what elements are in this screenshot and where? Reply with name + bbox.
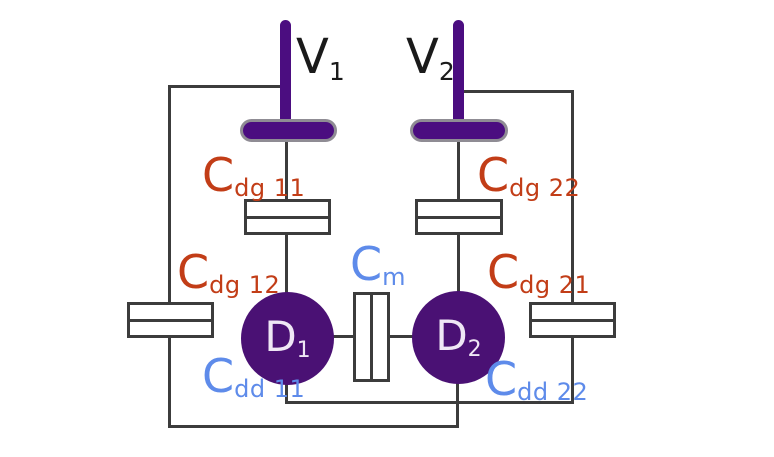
label-sub: 2 [438,57,455,86]
label-sub: dg 12 [209,271,281,299]
label-main: D [264,311,297,361]
label-main: V [406,29,439,85]
wire-gate2-stub [457,140,460,200]
wire-bottom-outer [168,425,459,428]
wire-left-branch-upper [168,85,171,304]
capacitor-cdg21 [529,302,616,338]
label-main: C [485,352,518,406]
label-v1: V1 [296,33,345,84]
label-sub: 2 [467,336,482,362]
wire-bottom-inner [285,401,574,404]
label-main: C [487,245,520,299]
wire-dot1-cm [330,335,356,338]
label-main: C [202,349,235,403]
capacitor-cdg12 [127,302,214,338]
label-sub: dg 21 [519,271,591,299]
label-cdd22: Cdd 22 [485,356,588,404]
gate2-stem [453,20,464,128]
label-main: C [477,148,510,202]
label-main: D [435,310,468,360]
label-sub: dd 11 [234,375,306,403]
capacitor-cdg22 [415,199,503,235]
label-cdg11: Cdg 11 [202,152,305,200]
capacitor-divider [370,295,373,379]
dot-d1-label: D1 [264,315,311,363]
capacitor-divider [247,215,328,219]
gate1-stem [280,20,291,128]
label-sub: dg 22 [509,174,581,202]
wire-cdg22-dot2 [457,233,460,293]
gate1-plate [240,119,337,142]
wire-dot1-bottom-leg [285,380,288,404]
label-v2: V2 [406,33,455,84]
capacitor-divider [418,215,500,219]
label-cdd11: Cdd 11 [202,353,305,401]
label-sub: 1 [328,57,345,86]
gate2-plate [410,119,508,142]
label-cdg21: Cdg 21 [487,249,590,297]
wire-gate1-stub [285,140,288,200]
label-main: C [350,237,383,291]
wire-left-branch-lower [168,336,171,428]
wire-right-branch-upper [571,90,574,304]
dot-d1: D1 [241,292,334,385]
label-main: V [296,29,329,85]
label-cm: Cm [350,241,406,289]
dot-d2: D2 [412,291,505,384]
wire-gate2-top [460,90,574,93]
label-sub: dg 11 [234,174,306,202]
label-cdg22: Cdg 22 [477,152,580,200]
wire-right-branch-lower [571,336,574,404]
label-sub: 1 [296,337,311,363]
capacitor-divider [130,318,211,322]
label-sub: m [382,263,407,291]
label-sub: dd 22 [517,378,589,406]
label-cdg12: Cdg 12 [177,249,280,297]
wire-cm-dot2 [387,335,415,338]
label-main: C [202,148,235,202]
capacitor-divider [532,318,613,322]
wire-cdg11-dot1 [285,233,288,294]
label-main: C [177,245,210,299]
wire-gate1-top [168,85,287,88]
capacitor-cdg11 [244,199,331,235]
dot-d2-label: D2 [435,314,482,362]
capacitor-cm [353,292,390,382]
